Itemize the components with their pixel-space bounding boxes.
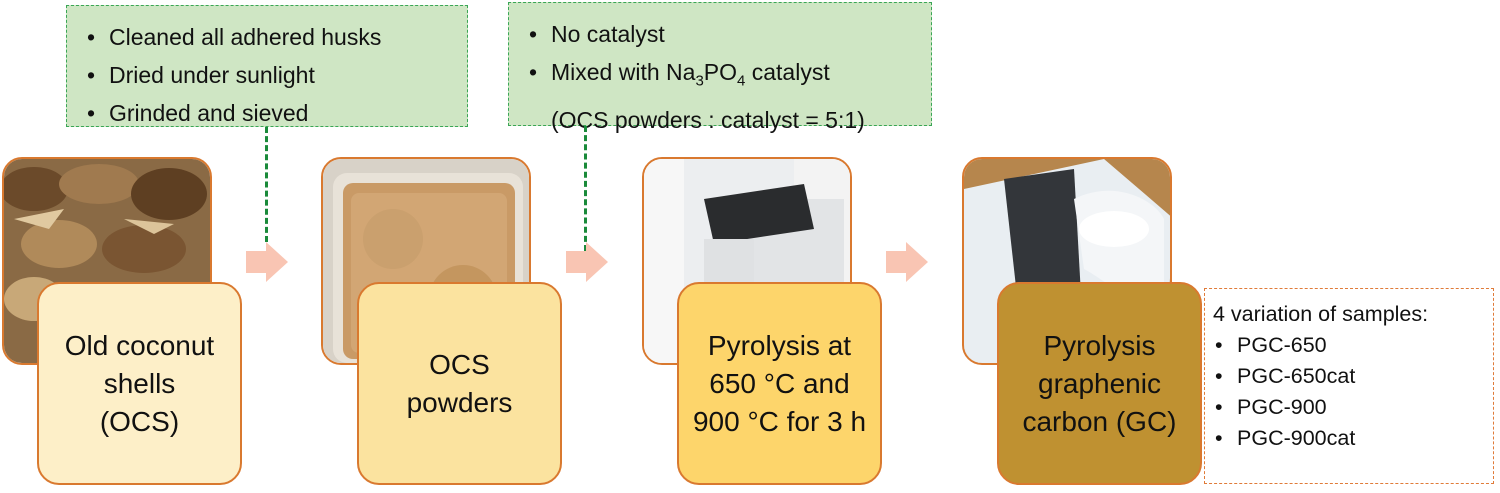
sample-variations: 4 variation of samples: PGC-650 PGC-650c…: [1204, 288, 1494, 484]
note-item: No catalyst: [523, 15, 917, 53]
note-item-continuation: (OCS powders : catalyst = 5:1): [551, 106, 865, 133]
step-pyrolysis: Pyrolysis at 650 °C and 900 °C for 3 h: [677, 282, 882, 485]
arrow-right-icon: [886, 242, 928, 282]
note-item: Mixed with Na3PO4 catalyst: [523, 53, 917, 101]
sample-item: PGC-900cat: [1213, 423, 1485, 454]
step-ocs-powders: OCS powders: [357, 282, 562, 485]
step-graphenic-carbon: Pyrolysis graphenic carbon (GC): [997, 282, 1202, 485]
step-label: Pyrolysis at 650 °C and 900 °C for 3 h: [692, 329, 867, 437]
note-item: Grinded and sieved: [81, 94, 453, 132]
sample-item: PGC-650: [1213, 330, 1485, 361]
step-old-coconut-shells: Old coconut shells (OCS): [37, 282, 242, 485]
step-label: Old coconut shells (OCS): [64, 329, 215, 437]
connector-dashed-line: [584, 126, 587, 251]
note-item: Cleaned all adhered husks: [81, 18, 453, 56]
samples-title: 4 variation of samples:: [1213, 302, 1429, 326]
sample-item: PGC-650cat: [1213, 361, 1485, 392]
step-label: OCS powders: [406, 348, 513, 418]
arrow-right-icon: [246, 242, 288, 282]
arrow-right-icon: [566, 242, 608, 282]
sample-item: PGC-900: [1213, 392, 1485, 423]
step-label: Pyrolysis graphenic carbon (GC): [1022, 329, 1177, 437]
connector-dashed-line: [265, 127, 268, 242]
note-item: Dried under sunlight: [81, 56, 453, 94]
preparation-notes: Cleaned all adhered husks Dried under su…: [66, 5, 468, 132]
catalyst-notes: No catalyst Mixed with Na3PO4 catalyst (…: [508, 2, 932, 133]
